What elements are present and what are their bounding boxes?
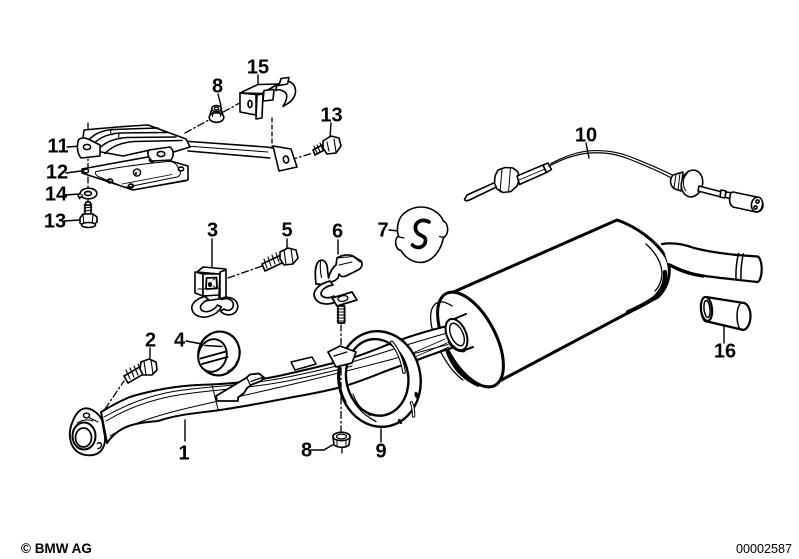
svg-text:7: 7 xyxy=(377,220,388,242)
svg-text:13: 13 xyxy=(44,211,66,233)
svg-text:6: 6 xyxy=(332,221,343,243)
svg-text:8: 8 xyxy=(212,76,223,98)
svg-text:15: 15 xyxy=(247,57,269,79)
svg-text:8: 8 xyxy=(301,440,312,462)
svg-text:2: 2 xyxy=(145,330,156,352)
svg-text:00002587: 00002587 xyxy=(736,542,792,556)
svg-text:1: 1 xyxy=(178,443,189,465)
svg-text:© BMW AG: © BMW AG xyxy=(21,541,92,556)
svg-text:16: 16 xyxy=(714,341,736,363)
svg-text:3: 3 xyxy=(207,220,218,242)
svg-text:4: 4 xyxy=(174,330,186,352)
svg-text:10: 10 xyxy=(575,125,597,147)
svg-text:11: 11 xyxy=(47,136,68,158)
svg-text:14: 14 xyxy=(45,184,68,206)
svg-text:13: 13 xyxy=(320,105,342,127)
svg-text:12: 12 xyxy=(46,162,68,184)
svg-text:5: 5 xyxy=(281,220,292,242)
svg-text:9: 9 xyxy=(375,441,386,463)
